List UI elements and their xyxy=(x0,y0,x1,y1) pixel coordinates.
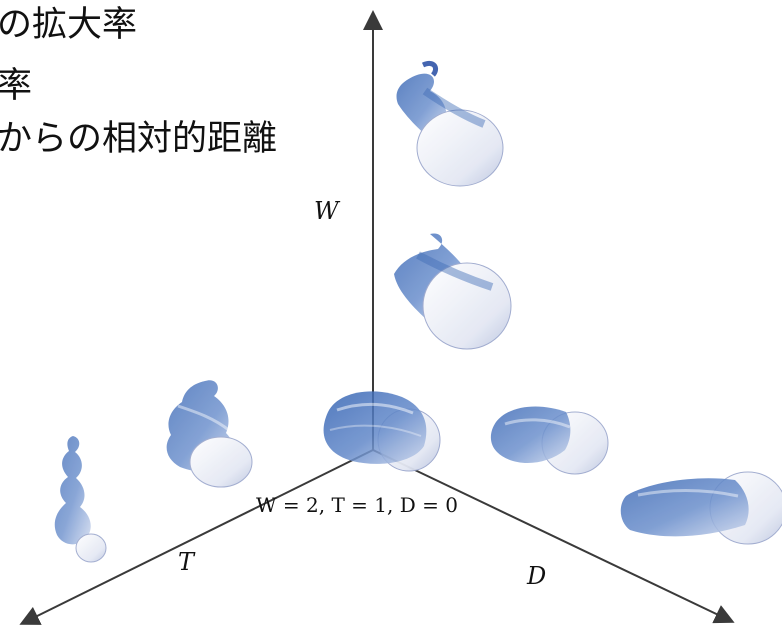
legend-line-1: の拡大率 xyxy=(0,5,137,45)
shell-d-near xyxy=(490,406,609,475)
t-axis-label: T xyxy=(178,548,196,576)
shell-origin xyxy=(323,391,441,472)
w-axis-label: W xyxy=(314,197,341,225)
t-axis xyxy=(19,449,374,625)
shell-d-far xyxy=(620,471,782,545)
origin-parameter-label: W = 2, T = 1, D = 0 xyxy=(256,493,458,517)
shell-w-mid xyxy=(394,233,512,350)
shell-t-near xyxy=(166,380,253,488)
shell-w-top xyxy=(396,60,504,187)
d-axis-label: D xyxy=(526,562,546,590)
shell-t-far xyxy=(54,436,107,563)
legend-line-2: 率 xyxy=(0,66,32,106)
d-axis xyxy=(372,449,735,624)
legend-line-3: からの相対的距離 xyxy=(0,119,277,159)
